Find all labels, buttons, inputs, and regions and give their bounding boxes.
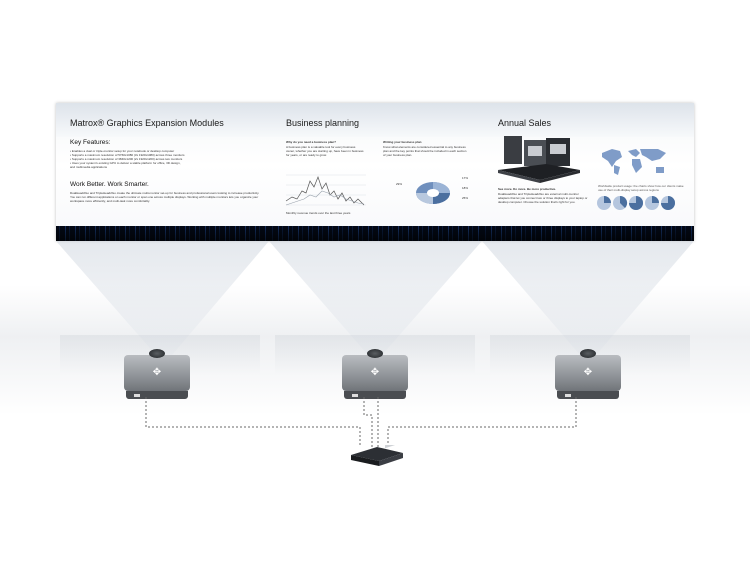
donut-chart-graphic	[416, 182, 450, 204]
video-port	[134, 394, 140, 397]
projector-control-icon: ✥	[583, 367, 593, 378]
feature-item: • Enables a dual or triple-monitor setup…	[70, 149, 175, 153]
panel-graphics-modules: Matrox® Graphics Expansion Modules Key F…	[56, 103, 269, 241]
panel-annual-sales: Annual Sales See more. Do more. Be more …	[482, 103, 694, 241]
projection-screen: Matrox® Graphics Expansion Modules Key F…	[56, 103, 694, 241]
line-chart-graphic	[285, 174, 366, 206]
writing-plan-heading: Writing your business plan	[383, 140, 422, 144]
panel-title: Annual Sales	[498, 118, 552, 128]
donut-hole	[427, 189, 439, 197]
map-caption: Worldwide product usage: the charts show…	[598, 184, 684, 192]
cable-right	[387, 397, 577, 447]
why-plan-heading: Why do you need a business plan?	[286, 140, 337, 144]
projector-icon: ✥	[342, 349, 408, 401]
light-beam	[56, 241, 269, 355]
chart-caption: Monthly revenue trends over the last thr…	[286, 211, 351, 215]
product-box-label	[528, 146, 542, 156]
circuit-board-strip	[482, 226, 694, 241]
pie-label: 25%	[462, 196, 469, 200]
graphics-expansion-module-icon	[351, 445, 403, 466]
adapter-device	[498, 164, 580, 180]
chart-line-secondary	[285, 190, 365, 206]
sales-text: DualHead2Go and TripleHead2Go are extern…	[498, 192, 588, 204]
writing-plan-text: Know what elements are considered essent…	[383, 145, 467, 157]
projector-control-icon: ✥	[370, 367, 380, 378]
light-beam	[269, 241, 482, 355]
cable-middle	[363, 397, 373, 447]
projector-lens	[580, 349, 596, 358]
product-boxes-graphic	[498, 136, 580, 183]
module-description: DualHead2Go and TripleHead2Go create the…	[70, 191, 260, 203]
usage-pie	[661, 196, 675, 210]
feature-list: • Enables a dual or triple-monitor setup…	[70, 149, 260, 169]
cable-left	[145, 397, 361, 447]
usage-pie	[597, 196, 611, 210]
pie-label: 18%	[462, 186, 469, 190]
projector-control-icon: ✥	[152, 367, 162, 378]
usage-pie-row-graphic	[597, 195, 675, 210]
usage-pie	[645, 196, 659, 210]
panel-header-band	[482, 103, 694, 137]
pie-label: 29%	[396, 182, 403, 186]
circuit-board-strip	[269, 226, 482, 241]
video-port	[352, 394, 358, 397]
world-map-continents	[602, 149, 666, 175]
panel-title: Business planning	[286, 118, 360, 128]
feature-item: • Supports a maximum resolution of 3840x…	[70, 157, 183, 161]
projection-beams	[56, 241, 694, 355]
product-box-label	[550, 144, 566, 154]
video-port	[565, 394, 571, 397]
chart-line-primary	[285, 175, 365, 206]
usage-pie	[613, 195, 628, 210]
sales-heading: See more. Do more. Be more productive.	[498, 187, 557, 191]
feature-item: • Uses your system's existing GPU to del…	[70, 161, 181, 165]
world-map-graphic	[602, 149, 666, 175]
work-better-heading: Work Better. Work Smarter.	[70, 181, 149, 188]
panel-header-band	[269, 103, 482, 137]
projector-lens	[367, 349, 383, 358]
projector-lens	[149, 349, 165, 358]
chart-gridlines	[286, 174, 366, 206]
key-features-heading: Key Features:	[70, 139, 111, 146]
panel-header-band	[56, 103, 269, 137]
why-plan-text: A business plan is a valuable tool for e…	[286, 145, 364, 157]
video-cables	[145, 397, 577, 447]
usage-pie	[629, 196, 643, 210]
pie-label: 17%	[462, 176, 469, 180]
projector-icon: ✥	[124, 349, 190, 401]
panel-title: Matrox® Graphics Expansion Modules	[70, 118, 224, 128]
panel-business-planning: Business planning Why do you need a busi…	[269, 103, 482, 241]
feature-item: • Supports a maximum resolution of 5760x…	[70, 153, 185, 157]
feature-item: and multimedia applications	[70, 165, 108, 169]
projector-icon: ✥	[555, 349, 621, 401]
circuit-board-strip	[56, 226, 269, 241]
product-box	[504, 136, 522, 164]
light-beam	[482, 241, 694, 355]
